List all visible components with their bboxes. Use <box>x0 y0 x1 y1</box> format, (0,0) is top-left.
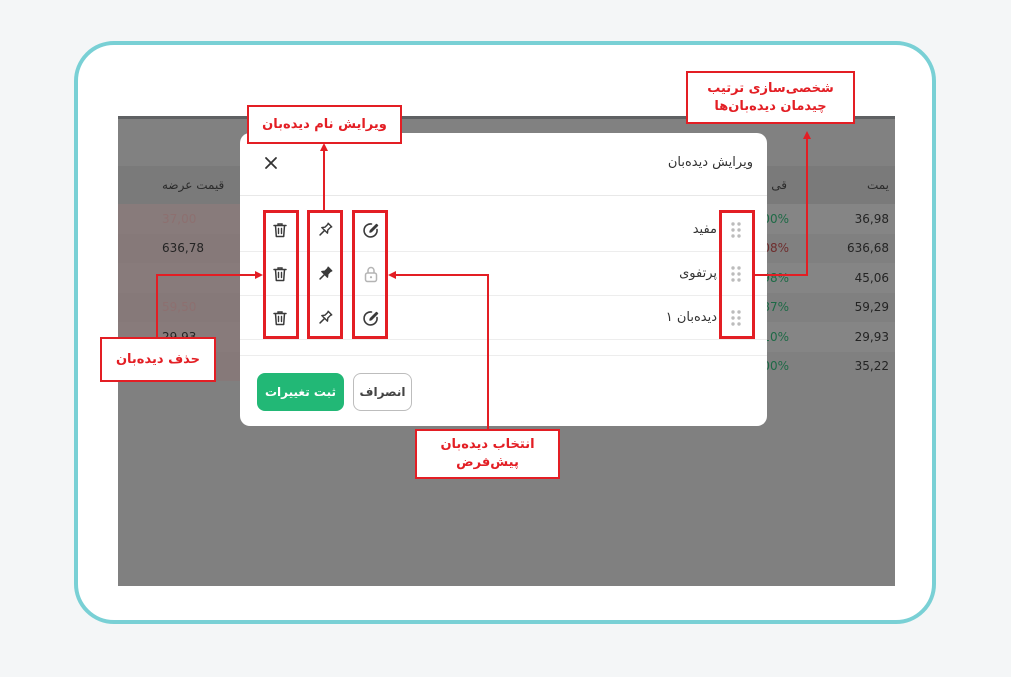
row-price: 35,22 <box>854 359 889 374</box>
row-offer-price: 37,00 <box>162 211 197 226</box>
rename-pin-button[interactable] <box>313 262 337 286</box>
callout-default-line2: پیش‌فرض <box>456 455 519 470</box>
pin-icon <box>319 222 333 236</box>
callout-default: انتخاب دیده‌بان پیش‌فرض <box>415 429 560 479</box>
modal-title: ویرایش دیده‌بان <box>667 155 753 170</box>
modal-footer: ثبت تغییرات انصراف <box>240 355 767 426</box>
row-change-percent: 00% <box>762 359 789 374</box>
delete-button[interactable] <box>268 306 292 330</box>
arrowhead-default <box>388 271 396 279</box>
callout-reorder-line2: چیدمان دیده‌بان‌ها <box>714 98 827 114</box>
callout-default-line1: انتخاب دیده‌بان <box>440 437 535 453</box>
drag-handle-icon <box>731 310 741 326</box>
connector-reorder-horizontal <box>755 274 808 276</box>
cancel-button[interactable]: انصراف <box>353 373 412 411</box>
rename-pin-button[interactable] <box>313 218 337 242</box>
table-row: 636,68 08% 636,78 <box>118 233 895 263</box>
callout-rename: ویرایش نام دیده‌بان <box>247 105 402 144</box>
default-lock-indicator <box>359 262 383 286</box>
callout-delete: حذف دیده‌بان <box>100 337 216 382</box>
edit-icon <box>363 311 379 326</box>
highlight-edit-column <box>352 210 388 339</box>
modal-header: ویرایش دیده‌بان <box>240 133 767 196</box>
header-offer-price: قیمت عرضه <box>162 178 225 192</box>
row-left-shade <box>118 292 240 322</box>
row-price: 29,93 <box>854 329 889 344</box>
close-icon <box>265 157 277 169</box>
watchlist-row: دیده‌بان ۱ <box>240 296 767 340</box>
pin-icon <box>319 310 333 324</box>
highlight-pin-column <box>307 210 343 339</box>
row-offer-price: 636,78 <box>162 241 204 256</box>
drag-handle[interactable] <box>729 308 743 328</box>
table-row: 59,29 87% 59,50 <box>118 292 895 322</box>
rename-pin-button[interactable] <box>313 306 337 330</box>
set-default-button[interactable] <box>359 218 383 242</box>
row-price: 636,68 <box>847 241 889 256</box>
watchlist-name: مفید <box>692 222 717 237</box>
connector-rename <box>323 150 325 210</box>
set-default-button[interactable] <box>359 306 383 330</box>
row-change-percent: 08% <box>762 241 789 256</box>
connector-reorder-vertical <box>806 138 808 275</box>
edit-watchlist-modal: ویرایش دیده‌بان مفید پرتفوی دیده‌بان ۱ ثبت… <box>240 133 767 426</box>
pin-filled-icon <box>319 266 333 280</box>
delete-button[interactable] <box>268 262 292 286</box>
edit-icon <box>363 223 379 238</box>
connector-default-vertical <box>487 274 489 429</box>
trash-icon <box>273 223 287 238</box>
trash-icon <box>273 267 287 282</box>
save-changes-button[interactable]: ثبت تغییرات <box>257 373 344 411</box>
watchlist-row: مفید <box>240 208 767 252</box>
row-change-percent: 87% <box>762 300 789 315</box>
row-left-shade <box>118 263 240 293</box>
highlight-delete-column <box>263 210 299 339</box>
trash-icon <box>273 311 287 326</box>
drag-handle-icon <box>731 266 741 282</box>
watchlist-name: دیده‌بان ۱ <box>665 310 717 325</box>
row-left-shade <box>118 233 240 263</box>
close-button[interactable] <box>261 153 281 173</box>
connector-delete-vertical <box>156 274 158 337</box>
delete-button[interactable] <box>268 218 292 242</box>
watchlist-name: پرتفوی <box>679 266 717 281</box>
connector-delete-horizontal <box>156 274 255 276</box>
watchlist-row: پرتفوی <box>240 252 767 296</box>
arrowhead-rename <box>320 143 328 151</box>
row-price: 59,29 <box>854 300 889 315</box>
row-left-shade <box>118 204 240 234</box>
callout-reorder: شخصی‌سازی ترتیب چیدمان دیده‌بان‌ها <box>686 71 855 124</box>
lock-icon <box>364 266 378 283</box>
drag-handle-icon <box>731 222 741 238</box>
header-partial: قی <box>771 178 787 192</box>
row-change-percent: 00% <box>762 211 789 226</box>
arrowhead-reorder <box>803 131 811 139</box>
row-change-percent: 10% <box>762 329 789 344</box>
header-price: یمت <box>866 178 889 192</box>
row-offer-price: 59,50 <box>162 300 197 315</box>
drag-handle[interactable] <box>729 220 743 240</box>
top-bar <box>118 116 895 119</box>
callout-reorder-line1: شخصی‌سازی ترتیب <box>707 80 834 96</box>
connector-default-horizontal <box>396 274 489 276</box>
arrowhead-delete <box>255 271 263 279</box>
drag-handle[interactable] <box>729 264 743 284</box>
highlight-drag-column <box>719 210 755 339</box>
row-price: 36,98 <box>854 211 889 226</box>
row-price: 45,06 <box>854 270 889 285</box>
